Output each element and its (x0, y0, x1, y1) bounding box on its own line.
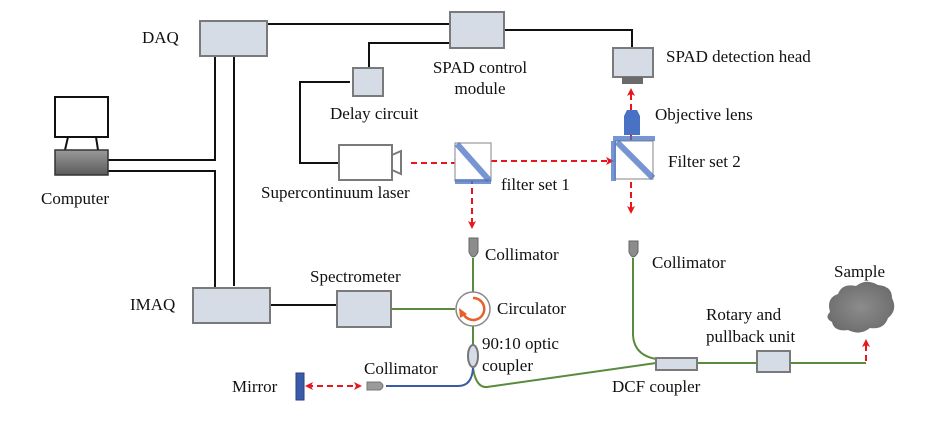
circulator-icon (455, 291, 491, 327)
wire-computer-to-imaq (108, 170, 216, 288)
imaq-box (192, 287, 271, 324)
computer-icon (54, 96, 109, 176)
optical-fibers (386, 258, 866, 389)
sample-icon (827, 281, 895, 333)
collimator-top-label: Collimator (485, 245, 559, 264)
wire-delay-to-laser (299, 81, 350, 164)
spectrometer-label: Spectrometer (310, 267, 401, 286)
mirror-label: Mirror (232, 377, 278, 396)
spectrometer-box (336, 290, 392, 328)
rotary-label-line2: pullback unit (706, 327, 796, 346)
rotary-pullback-box (756, 350, 791, 373)
spad-head-box (612, 47, 654, 78)
spad-head-sensor (622, 77, 643, 84)
filter-set-2-icon (611, 136, 656, 181)
spad-control-box (449, 11, 505, 49)
dcf-coupler-label: DCF coupler (612, 377, 701, 396)
wire-spad-control-to-spad-head (504, 29, 633, 48)
spad-control-label-line1: SPAD control (432, 58, 528, 77)
computer-label: Computer (41, 189, 109, 208)
supercontinuum-laser-label: Supercontinuum laser (261, 183, 410, 202)
sample-label: Sample (834, 262, 885, 281)
spad-head-label: SPAD detection head (666, 47, 811, 66)
delay-circuit-label: Delay circuit (330, 104, 419, 123)
daq-box (199, 20, 268, 57)
fiber-coupler-to-ref-collimator (386, 367, 474, 387)
laser-icon (338, 144, 402, 181)
mirror-icon (295, 372, 305, 401)
circulator-label: Circulator (497, 299, 566, 318)
spad-control-label-line2: module (454, 79, 506, 98)
collimator-right-icon (628, 240, 639, 258)
fiber-coupler-to-dcf (472, 362, 657, 389)
instrument-boxes (192, 11, 791, 373)
rotary-label-line1: Rotary and (706, 305, 782, 324)
imaq-label: IMAQ (130, 295, 176, 314)
collimator-top-icon (468, 237, 479, 258)
collimator-ref-icon (366, 381, 384, 391)
collimator-right-label: Collimator (652, 253, 726, 272)
delay-circuit-box (352, 67, 384, 97)
dcf-coupler-box (655, 357, 698, 371)
wire-computer-to-daq (108, 56, 216, 161)
daq-label: DAQ (142, 28, 179, 47)
filter-set-2-label: Filter set 2 (668, 152, 741, 171)
electrical-wires (108, 23, 633, 306)
filter-set-1-label: filter set 1 (501, 175, 570, 194)
coupler-90-10-icon (467, 344, 479, 368)
fiber-collimator2-to-dcf (632, 258, 657, 360)
filter-set-1-icon (454, 142, 492, 184)
coupler-label-line1: 90:10 optic (482, 334, 559, 353)
wire-spad-control-to-delay (368, 42, 450, 68)
objective-lens-label: Objective lens (655, 105, 753, 124)
collimator-ref-label: Collimator (364, 359, 438, 378)
coupler-label-line2: coupler (482, 356, 533, 375)
objective-lens-icon (624, 110, 640, 135)
